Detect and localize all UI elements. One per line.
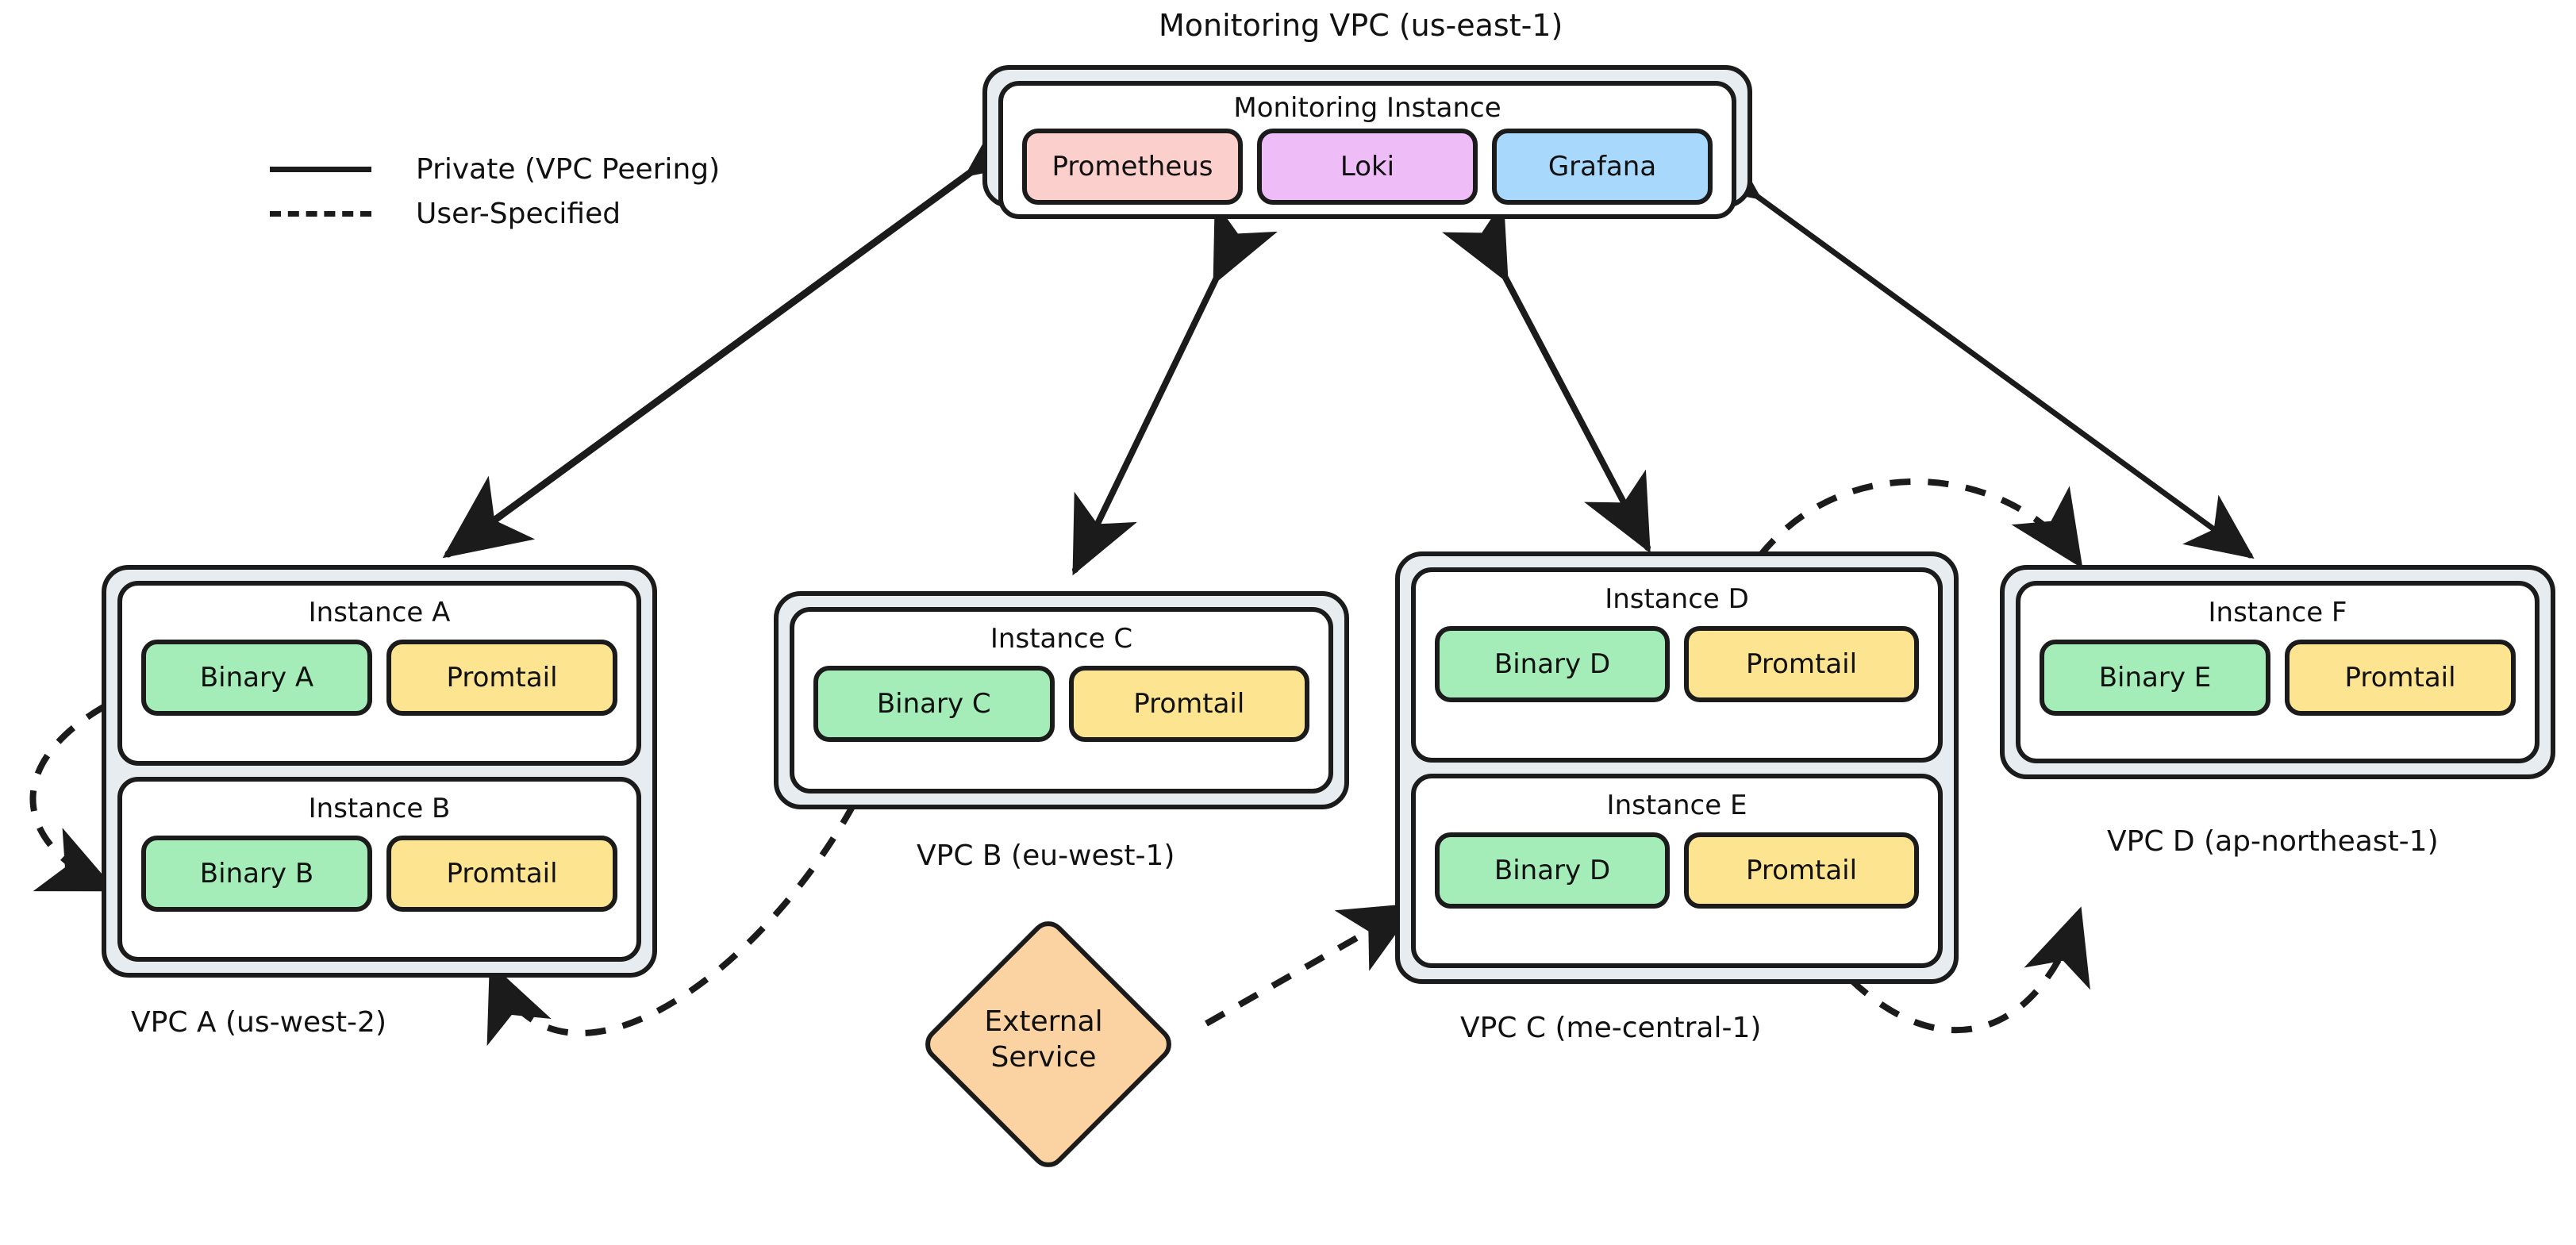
- process-promtail-c[interactable]: Promtail: [1068, 666, 1309, 742]
- monitoring-vpc-label: Monitoring VPC (us-east-1): [1159, 8, 1563, 43]
- legend-label-private: Private (VPC Peering): [416, 152, 721, 186]
- instance-f-title: Instance F: [2208, 597, 2347, 628]
- process-prometheus[interactable]: Prometheus: [1022, 129, 1243, 205]
- instance-e-title: Instance E: [1606, 789, 1747, 821]
- monitoring-instance[interactable]: Monitoring Instance Prometheus Loki Graf…: [998, 81, 1736, 219]
- external-service-node[interactable]: External Service: [917, 913, 1179, 1175]
- vpc-b[interactable]: Instance C Binary C Promtail: [774, 591, 1349, 809]
- instance-d[interactable]: Instance D Binary D Promtail: [1411, 567, 1943, 763]
- instance-f[interactable]: Instance F Binary E Promtail: [2016, 581, 2539, 763]
- vpc-c-label: VPC C (me-central-1): [1460, 1012, 1762, 1044]
- solid-line-icon: [270, 166, 371, 172]
- external-service-line2: Service: [990, 1041, 1097, 1074]
- instance-a[interactable]: Instance A Binary A Promtail: [117, 581, 641, 766]
- process-binary-a[interactable]: Binary A: [141, 640, 372, 716]
- legend-label-user-specified: User-Specified: [416, 197, 621, 230]
- vpc-b-label: VPC B (eu-west-1): [917, 840, 1175, 872]
- process-binary-d[interactable]: Binary D: [1435, 626, 1670, 702]
- edge-monitoring-vpc-c: [1442, 199, 1651, 554]
- process-promtail-b[interactable]: Promtail: [386, 836, 617, 912]
- vpc-d-label: VPC D (ap-northeast-1): [2107, 825, 2439, 858]
- process-binary-e[interactable]: Binary D: [1435, 832, 1670, 909]
- process-promtail-d[interactable]: Promtail: [1684, 626, 1919, 702]
- monitoring-instance-title: Monitoring Instance: [1233, 92, 1501, 124]
- legend: Private (VPC Peering) User-Specified: [270, 147, 720, 236]
- edge-monitoring-vpc-d: [1690, 136, 2255, 559]
- process-grafana[interactable]: Grafana: [1492, 129, 1713, 205]
- instance-c-title: Instance C: [990, 623, 1133, 655]
- vpc-a[interactable]: Instance A Binary A Promtail Instance B …: [102, 565, 657, 978]
- legend-item-user-specified: User-Specified: [270, 191, 720, 236]
- monitoring-vpc[interactable]: Monitoring Instance Prometheus Loki Graf…: [982, 65, 1752, 219]
- instance-e[interactable]: Instance E Binary D Promtail: [1411, 773, 1943, 968]
- edge-monitoring-vpc-b: [1072, 201, 1278, 576]
- process-promtail-f[interactable]: Promtail: [2285, 640, 2516, 716]
- edge-external-vpc-c: [1205, 903, 1418, 1027]
- process-binary-b[interactable]: Binary B: [141, 836, 372, 912]
- vpc-d[interactable]: Instance F Binary E Promtail: [2000, 565, 2555, 779]
- instance-c[interactable]: Instance C Binary C Promtail: [790, 607, 1333, 793]
- dashed-line-icon: [270, 210, 371, 217]
- process-binary-f[interactable]: Binary E: [2040, 640, 2270, 716]
- process-promtail-a[interactable]: Promtail: [386, 640, 617, 716]
- vpc-c[interactable]: Instance D Binary D Promtail Instance E …: [1395, 551, 1959, 984]
- external-service-label: External Service: [956, 952, 1131, 1127]
- instance-b[interactable]: Instance B Binary B Promtail: [117, 777, 641, 962]
- edge-instance-a-instance-b: [29, 641, 183, 892]
- process-binary-c[interactable]: Binary C: [813, 666, 1055, 742]
- process-loki[interactable]: Loki: [1257, 129, 1478, 205]
- process-promtail-e[interactable]: Promtail: [1684, 832, 1919, 909]
- instance-b-title: Instance B: [308, 793, 451, 824]
- instance-d-title: Instance D: [1605, 583, 1749, 615]
- external-service-line1: External: [984, 1005, 1103, 1038]
- legend-item-private: Private (VPC Peering): [270, 147, 720, 191]
- instance-a-title: Instance A: [308, 597, 451, 628]
- vpc-a-label: VPC A (us-west-2): [131, 1006, 386, 1039]
